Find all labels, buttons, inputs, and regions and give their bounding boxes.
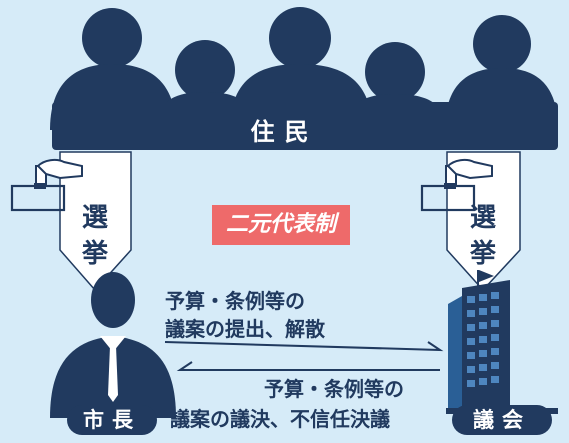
council-to-mayor-line-1: 予算・条例等の bbox=[264, 377, 404, 401]
council-to-mayor-line-2: 議案の議決、不信任決議 bbox=[170, 407, 390, 431]
system-badge: 二元代表制 bbox=[212, 205, 350, 245]
left-election-banner bbox=[59, 151, 132, 292]
right-ballot-icon bbox=[420, 158, 493, 212]
mayor-to-council-line-2: 議案の提出、解散 bbox=[165, 317, 325, 341]
left-election-label: 選挙 bbox=[81, 203, 108, 269]
residents-silhouettes bbox=[50, 7, 558, 150]
council-building bbox=[446, 270, 558, 414]
left-ballot-icon bbox=[10, 158, 83, 212]
mayor-label: 市長 bbox=[67, 405, 157, 435]
residents-bar bbox=[52, 102, 558, 150]
mayor-to-council-line-1: 予算・条例等の bbox=[165, 289, 305, 313]
arrow-mayor-to-council bbox=[164, 341, 444, 352]
right-election-label: 選挙 bbox=[469, 203, 496, 269]
mayor-figure bbox=[50, 272, 176, 418]
arrow-council-to-mayor bbox=[176, 361, 440, 371]
residents-label: 住民 bbox=[250, 118, 319, 146]
council-label: 議会 bbox=[452, 405, 552, 435]
arrows bbox=[164, 341, 444, 371]
